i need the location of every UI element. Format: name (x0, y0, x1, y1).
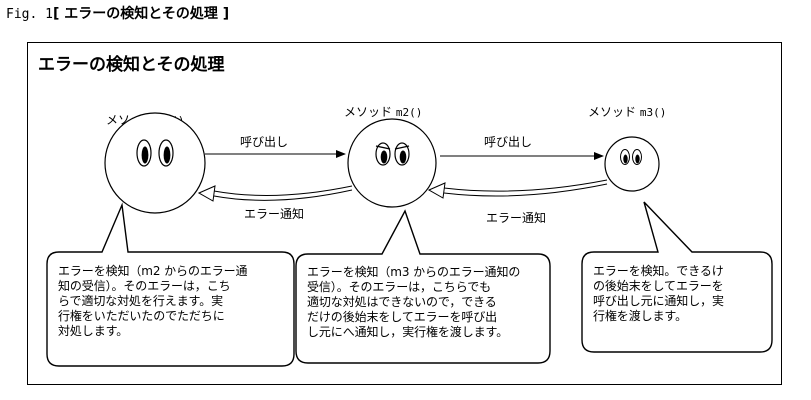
note-m3-line: の後始末をしてエラーを (593, 279, 724, 293)
note-m1: エラーを検知（m2 からのエラー通 知の受信）。そのエラーは，こち らで適切な対… (58, 264, 248, 339)
callout-m2 (295, 209, 551, 364)
note-m2-line: し元にへ通知し，実行権を渡します。 (307, 325, 509, 339)
note-m2-line: 適切な対処はできないので，できる (307, 295, 497, 309)
method-m3-face (604, 136, 660, 192)
note-m2-line: 受信）。そのエラーは，こちらでも (307, 280, 492, 294)
notify-label-2: エラー通知 (486, 211, 546, 225)
note-m3-line: エラーを検知。できるけ (593, 264, 724, 278)
notify-arrow-m3-m2 (427, 179, 608, 199)
note-m3-line: 呼び出し元に通知し，実 (593, 294, 724, 308)
note-m1-line: 知の受信）。そのエラーは，こち (58, 279, 231, 293)
diagram-frame (27, 42, 782, 385)
note-m2-line: だけの後始末をしてエラーを呼び出 (307, 310, 498, 324)
method-label-m2: メソッド m2() (344, 105, 422, 119)
callout-m1 (46, 202, 295, 367)
note-m1-line: エラーを検知（m2 からのエラー通 (58, 264, 248, 278)
method-m1-face (104, 112, 206, 214)
notify-arrow-m2-m1 (197, 185, 353, 202)
note-m3-line: 行権を渡します。 (593, 309, 688, 323)
notify-label-1: エラー通知 (244, 207, 304, 221)
call-label-1: 呼び出し (240, 135, 288, 149)
callout-m3 (581, 201, 773, 353)
note-m2-line: エラーを検知（m3 からのエラー通知の (307, 265, 521, 279)
method-m2-face (347, 118, 437, 208)
call-label-2: 呼び出し (484, 135, 532, 149)
note-m3: エラーを検知。できるけ の後始末をしてエラーを 呼び出し元に通知し，実 行権を渡… (593, 264, 724, 324)
note-m1-line: らで適切な対処を行えます。実 (58, 294, 224, 308)
note-m1-line: 行権をいただいたのでただちに (58, 309, 225, 323)
figure-caption: Fig. 1[ エラーの検知とその処理 ] (6, 3, 229, 23)
figure-number: Fig. 1 (6, 7, 53, 22)
note-m1-line: 対処します。 (58, 324, 129, 338)
note-m2: エラーを検知（m3 からのエラー通知の 受信）。そのエラーは，こちらでも 適切な… (307, 265, 520, 340)
method-label-m3: メソッド m3() (588, 105, 666, 119)
diagram-title: エラーの検知とその処理 (38, 55, 225, 75)
figure-caption-title: [ エラーの検知とその処理 ] (52, 6, 230, 22)
